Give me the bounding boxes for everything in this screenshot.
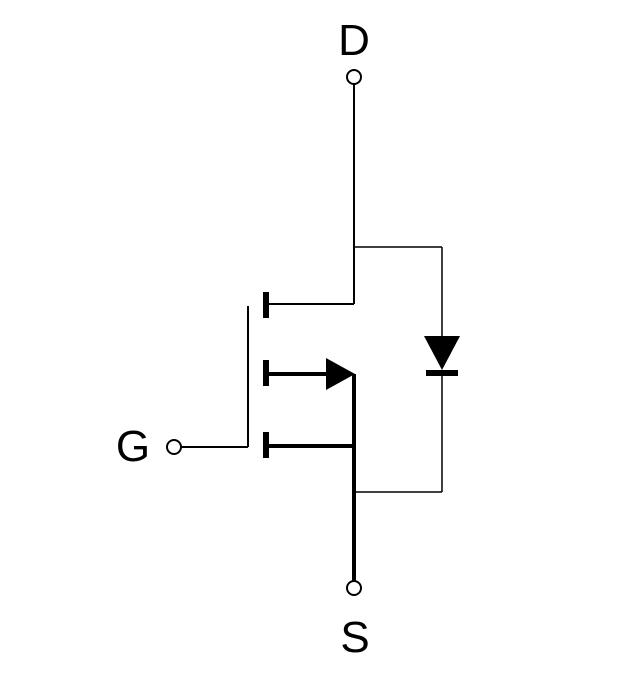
gate-label: G (116, 422, 150, 471)
gate-terminal (166, 439, 182, 455)
diode-triangle (424, 336, 460, 370)
source-label: S (340, 613, 369, 662)
drain-terminal (346, 69, 362, 85)
body-arrow-head (326, 358, 355, 390)
source-terminal (346, 580, 362, 596)
drain-label: D (338, 16, 370, 65)
